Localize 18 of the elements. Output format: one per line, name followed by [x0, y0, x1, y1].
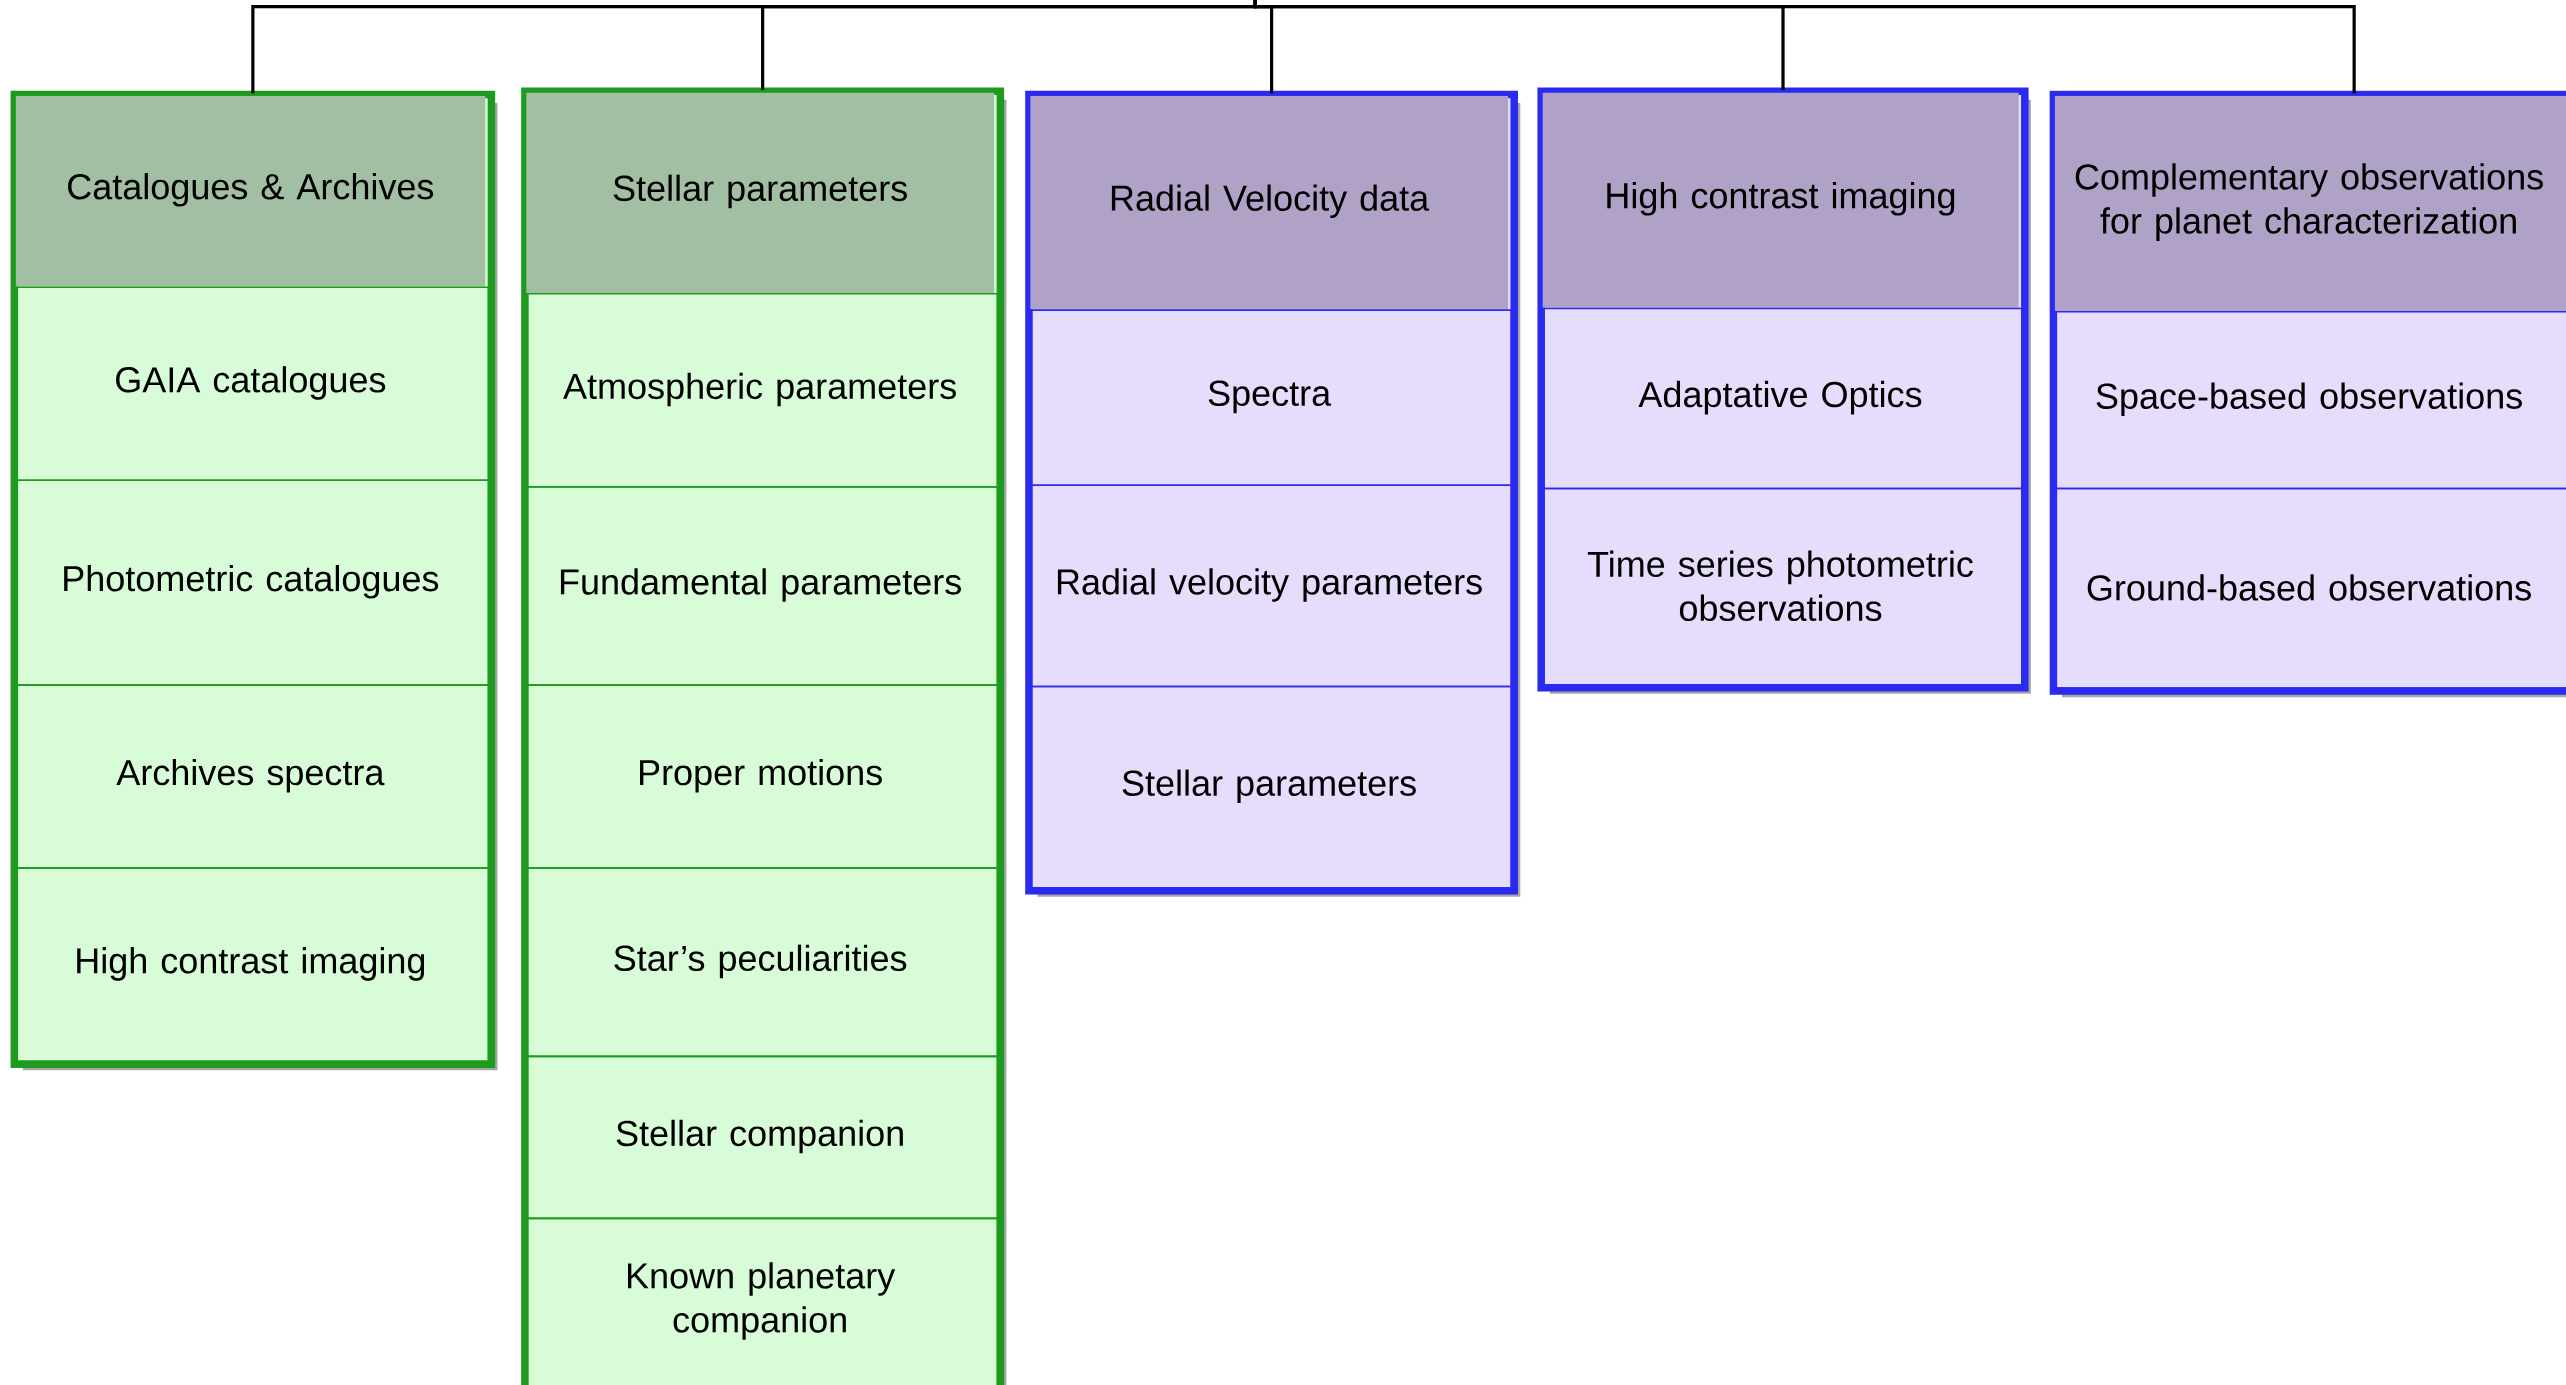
- table-cell: Fundamental parameters: [523, 486, 999, 686]
- table-cell: Photometric catalogues: [13, 479, 490, 686]
- table-cell: Archives spectra: [13, 684, 490, 869]
- table-cell: Space-based observations: [2052, 310, 2566, 490]
- table-cell: Radial velocity parameters: [1027, 484, 1513, 688]
- table-cell: Known planetary companion: [523, 1217, 999, 1385]
- table-cell: Star’s peculiarities: [523, 867, 999, 1058]
- table-cell: Atmospheric parameters: [523, 292, 999, 488]
- table-cell: Proper motions: [523, 684, 999, 869]
- table-cell: Time series photometric observations: [1539, 487, 2023, 686]
- table-cell: Adaptative Optics: [1539, 307, 2023, 490]
- table-cell: Stellar parameters: [1027, 685, 1513, 889]
- table-cell: Stellar companion: [523, 1055, 999, 1220]
- connector-line: [1253, 0, 2356, 94]
- table-cell: Ground-based observations: [2052, 487, 2566, 689]
- table-cell: High contrast imaging: [13, 867, 490, 1063]
- table-cell: Spectra: [1027, 309, 1513, 487]
- table-cell: GAIA catalogues: [13, 286, 490, 482]
